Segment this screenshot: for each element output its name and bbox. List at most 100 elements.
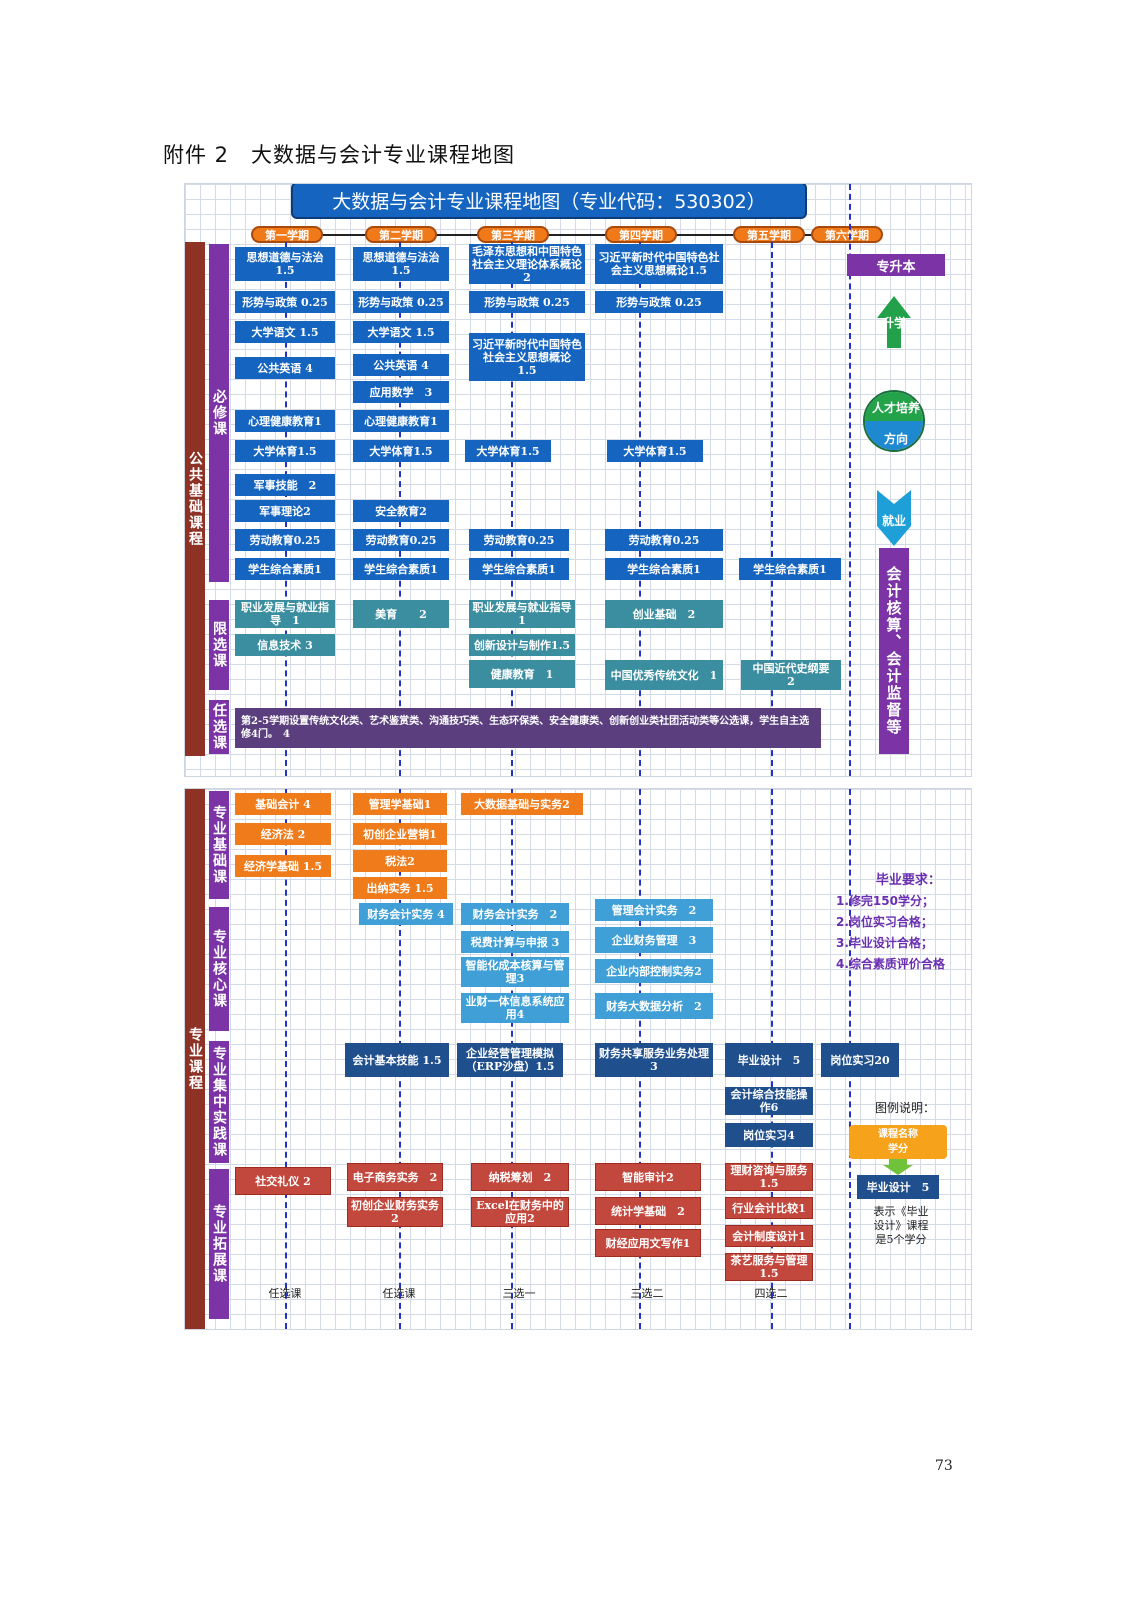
graduation-item: 4.综合素质评价合格 xyxy=(836,957,945,971)
course-box: 大学语文 1.5 xyxy=(235,321,335,343)
required-bar: 必修课 xyxy=(209,244,229,582)
course-box: 思想道德与法治 1.5 xyxy=(235,247,335,281)
course-box: 岗位实习4 xyxy=(725,1123,813,1147)
course-box: 基础会计 4 xyxy=(235,793,331,815)
legend-sample-top: 课程名称 xyxy=(878,1129,918,1140)
course-box: 经济学基础 1.5 xyxy=(235,855,331,877)
extension-footer: 四选二 xyxy=(754,1287,788,1300)
course-box: 心理健康教育1 xyxy=(353,410,449,432)
legend-down-arrow-icon xyxy=(883,1159,913,1175)
course-box: 税费计算与申报 3 xyxy=(461,931,569,953)
course-box: 行业会计比较1 xyxy=(725,1197,813,1219)
course-box: 管理学基础1 xyxy=(353,793,447,815)
course-box: 经济法 2 xyxy=(235,823,331,845)
course-box: 公共英语 4 xyxy=(235,357,335,379)
graduation-item: 2.岗位实习合格； xyxy=(836,915,933,929)
course-box: 智能审计2 xyxy=(595,1163,701,1191)
course-box: 社交礼仪 2 xyxy=(235,1167,331,1195)
graduation-item: 3.毕业设计合格； xyxy=(836,936,933,950)
employment-arrow-icon xyxy=(877,490,911,546)
legend-example-box: 毕业设计 5 xyxy=(857,1175,939,1199)
course-box: 军事理论2 xyxy=(235,500,335,522)
free-elective-banner: 第2-5学期设置传统文化类、艺术鉴赏类、沟通技巧类、生态环保类、安全健康类、创新… xyxy=(235,708,821,748)
course-box: 劳动教育0.25 xyxy=(605,529,723,551)
course-box: 业财一体信息系统应用4 xyxy=(461,993,569,1023)
upgrade-title: 专升本 xyxy=(847,254,945,276)
course-box: 应用数学 3 xyxy=(353,381,449,403)
course-box: 税法2 xyxy=(353,850,447,872)
course-box: 心理健康教育1 xyxy=(235,410,335,432)
semester-label-5: 第五学期 xyxy=(733,226,805,243)
course-box: 职业发展与就业指导 1 xyxy=(469,600,583,628)
talent-direction-circle xyxy=(863,390,925,452)
semester-guide-6 xyxy=(849,184,851,776)
course-box: 公共英语 4 xyxy=(353,354,449,376)
limited-elective-bar: 限选课 xyxy=(209,600,229,690)
course-box: 劳动教育0.25 xyxy=(235,529,335,551)
course-box: 劳动教育0.25 xyxy=(469,529,569,551)
course-box: 思想道德与法治 1.5 xyxy=(353,247,449,281)
course-box: 学生综合素质1 xyxy=(469,558,569,580)
circle-top-label: 人才培养 xyxy=(871,401,920,415)
course-box: 初创企业财务实务2 xyxy=(347,1197,443,1227)
course-box: 大学语文 1.5 xyxy=(353,321,449,343)
semester-label-6: 第六学期 xyxy=(811,226,883,243)
semester-label-2: 第二学期 xyxy=(365,226,437,243)
public-courses-panel: 大数据与会计专业课程地图（专业代码：530302） 第一学期 第二学期 第三学期… xyxy=(184,183,972,777)
prof-basic-bar: 专业基础课 xyxy=(209,791,229,899)
course-box: 大学体育1.5 xyxy=(235,440,335,462)
graduation-title: 毕业要求： xyxy=(875,873,941,888)
semester-label-3: 第三学期 xyxy=(477,226,549,243)
circle-bottom-label: 方向 xyxy=(883,432,908,446)
free-elective-bar: 任选课 xyxy=(209,700,229,754)
course-box: 大数据基础与实务2 xyxy=(461,793,583,815)
course-box: 形势与政策 0.25 xyxy=(595,291,723,313)
course-box: 大学体育1.5 xyxy=(353,440,449,462)
course-box: 纳税筹划 2 xyxy=(471,1163,569,1191)
graduation-requirements: 毕业要求： 1.修完150学分； 2.岗位实习合格； 3.毕业设计合格； 4.综… xyxy=(836,870,945,975)
legend-explanation: 表示《毕业设计》课程是5个学分 xyxy=(873,1205,929,1246)
course-box: 出纳实务 1.5 xyxy=(353,877,447,899)
course-box: 安全教育2 xyxy=(353,500,449,522)
upgrade-arrow-icon xyxy=(877,296,911,348)
semester-label-4: 第四学期 xyxy=(605,226,677,243)
course-box: 统计学基础 2 xyxy=(595,1197,701,1225)
semester-guide-3 xyxy=(511,242,513,776)
extension-footer: 三选一 xyxy=(502,1287,536,1300)
professional-bar: 专业课程 xyxy=(185,789,205,1329)
extension-footer: 三选二 xyxy=(630,1287,664,1300)
prof-practice-bar: 专业集中实践课 xyxy=(209,1041,229,1163)
course-box: 会计综合技能操作6 xyxy=(725,1087,813,1115)
map-title: 大数据与会计专业课程地图（专业代码：530302） xyxy=(291,184,807,219)
course-box: 健康教育 1 xyxy=(469,660,575,688)
course-box: 中国优秀传统文化 1 xyxy=(605,660,723,690)
professional-courses-panel: 专业课程 专业基础课 专业核心课 专业集中实践课 专业拓展课 基础会计 4 经济… xyxy=(184,788,972,1330)
course-box: 财务共享服务业务处理 3 xyxy=(595,1043,720,1077)
course-box: 军事技能 2 xyxy=(235,474,335,496)
course-box: 形势与政策 0.25 xyxy=(235,291,335,313)
course-box: 创新设计与制作1.5 xyxy=(469,634,575,656)
course-box: 会计制度设计1 xyxy=(725,1225,813,1247)
career-direction-bar: 会计核算、会计监督等 xyxy=(879,548,909,754)
semester-guide-4 xyxy=(639,242,641,776)
course-box: 智能化成本核算与管理3 xyxy=(461,957,569,987)
extension-footer: 任选课 xyxy=(382,1287,416,1300)
extension-footer: 任选课 xyxy=(268,1287,302,1300)
course-box: 大学体育1.5 xyxy=(465,440,551,462)
course-box: 管理会计实务 2 xyxy=(595,899,713,921)
course-box: 职业发展与就业指导 1 xyxy=(235,600,335,628)
semester-timeline-line xyxy=(275,234,875,236)
course-box: 习近平新时代中国特色社会主义思想概论 1.5 xyxy=(469,333,585,381)
employment-arrow-label: 就业 xyxy=(881,514,906,528)
course-box: 财务大数据分析 2 xyxy=(595,993,713,1019)
course-box: 理财咨询与服务 1.5 xyxy=(725,1163,813,1191)
course-box: 美育 2 xyxy=(353,600,449,628)
course-box: 企业财务管理 3 xyxy=(595,927,713,953)
semester-guide-1 xyxy=(285,789,287,1329)
legend-sample-box: 课程名称 学分 xyxy=(849,1125,947,1159)
prof-extension-bar: 专业拓展课 xyxy=(209,1169,229,1319)
course-box: 学生综合素质1 xyxy=(353,558,449,580)
course-box: Excel在财务中的应用2 xyxy=(471,1197,569,1227)
course-box: 信息技术 3 xyxy=(235,634,335,656)
page-heading: 附件 2 大数据与会计专业课程地图 xyxy=(163,143,516,167)
